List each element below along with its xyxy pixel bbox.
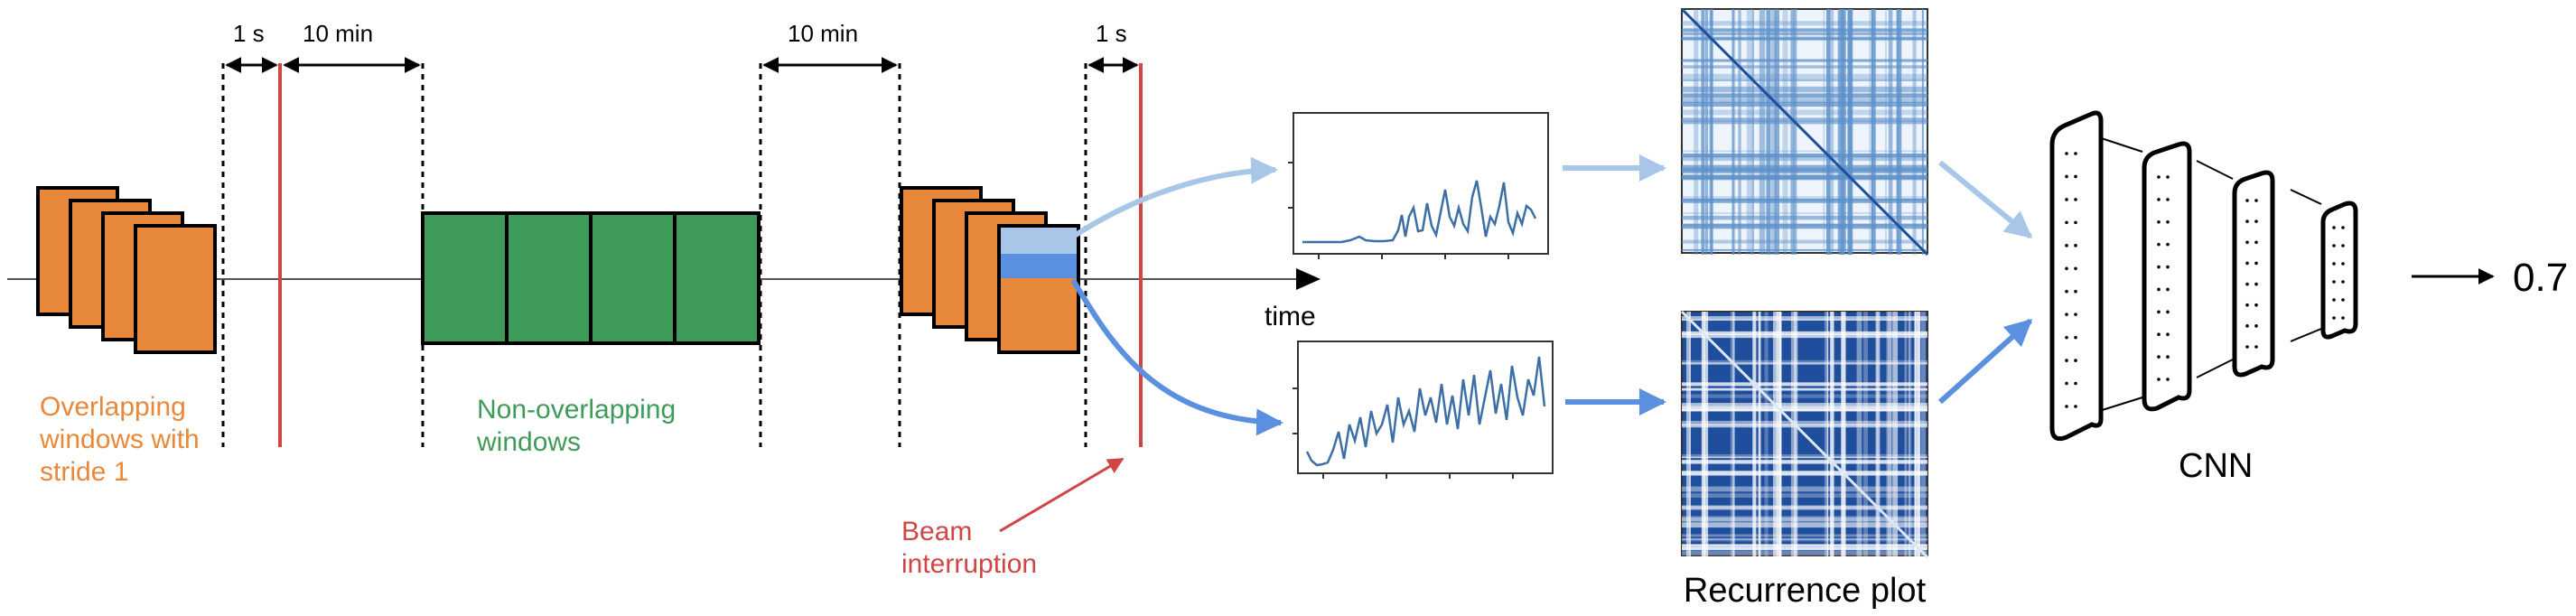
cnn-layer-1	[2049, 110, 2104, 442]
gap-label-10min-right: 10 min	[788, 20, 858, 47]
time-axis-arrowhead	[1296, 268, 1321, 290]
timeseries-plot-bottom	[1293, 341, 1554, 479]
recurrence-plot-label: Recurrence plot	[1684, 572, 1927, 610]
beam-arrow	[999, 457, 1125, 533]
timeseries-line-top	[1302, 180, 1537, 244]
timeseries-plot-top	[1288, 112, 1549, 259]
cnn-block	[2049, 110, 2358, 442]
recurrence-plot-top	[1680, 7, 1929, 257]
overlapping-windows-left	[36, 186, 217, 354]
time-label: time	[1265, 302, 1316, 331]
arrow-rp-top-to-cnn	[1938, 160, 2033, 239]
gap-label-1s-right: 1 s	[1096, 20, 1127, 47]
cnn-layer-3	[2232, 170, 2275, 378]
gap-label-1s-left: 1 s	[233, 20, 265, 47]
output-value: 0.7	[2513, 256, 2568, 300]
cnn-label: CNN	[2179, 447, 2253, 485]
cnn-layer-2	[2142, 141, 2192, 412]
timeseries-line-bottom	[1305, 356, 1546, 467]
overlapping-label: Overlapping windows with stride 1	[39, 392, 207, 487]
beam-label: Beam interruption	[901, 517, 1037, 579]
non-overlapping-windows	[421, 211, 761, 345]
curve-arrow-dark	[1070, 278, 1283, 436]
feature-slice-light	[999, 226, 1078, 254]
non-overlapping-label: Non-overlapping windows	[476, 395, 683, 457]
arrow-rp-bottom-to-cnn	[1937, 318, 2033, 405]
feature-slice-dark	[999, 254, 1078, 278]
recurrence-plot-bottom	[1680, 310, 1929, 559]
curve-arrow-light	[1071, 156, 1278, 239]
gap-label-10min-left: 10 min	[303, 20, 373, 47]
cnn-layer-4	[2320, 201, 2358, 340]
